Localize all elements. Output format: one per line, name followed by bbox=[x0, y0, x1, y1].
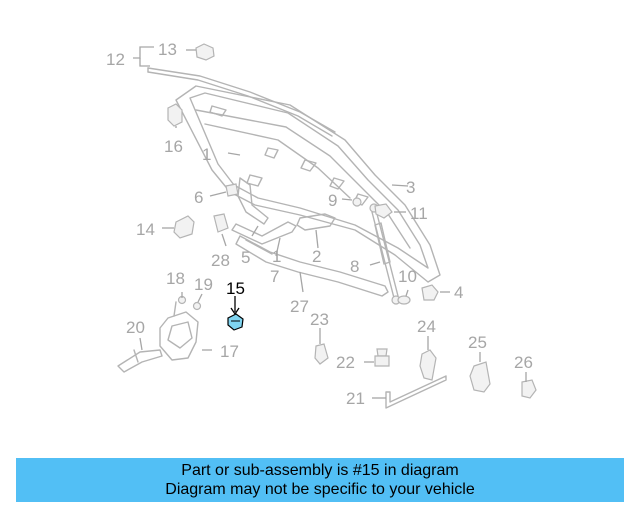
arrow-part-15 bbox=[230, 307, 240, 316]
parts-diagram: 12 13 16 1 6 14 28 5 1 2 3 9 11 8 10 4 2… bbox=[106, 40, 537, 409]
bolt-part-9 bbox=[352, 197, 362, 207]
callout-7: 7 bbox=[270, 267, 279, 286]
callout-4: 4 bbox=[454, 283, 463, 302]
callout-1a: 1 bbox=[202, 145, 211, 164]
strut-part-8 bbox=[369, 203, 401, 305]
bumper-part-4 bbox=[421, 284, 439, 301]
callout-2: 2 bbox=[312, 247, 321, 266]
insulator-part-2 bbox=[296, 213, 336, 231]
bumper-part-16 bbox=[167, 103, 183, 127]
callout-1b: 1 bbox=[272, 247, 281, 266]
leader-lines bbox=[133, 46, 527, 399]
bracket-part-11 bbox=[374, 203, 393, 219]
callout-27: 27 bbox=[290, 297, 309, 316]
callout-25: 25 bbox=[468, 333, 487, 352]
latch-assembly bbox=[117, 295, 202, 373]
callout-20: 20 bbox=[126, 318, 145, 337]
holder-part-24 bbox=[419, 349, 437, 381]
callout-21: 21 bbox=[346, 389, 365, 408]
seal-part-27 bbox=[235, 235, 389, 297]
banner-line-part-number: Part or sub-assembly is #15 in diagram bbox=[181, 462, 459, 479]
callout-10: 10 bbox=[398, 267, 417, 286]
banner-line-disclaimer: Diagram may not be specific to your vehi… bbox=[165, 481, 475, 498]
info-banner: Part or sub-assembly is #15 in diagram D… bbox=[16, 458, 624, 502]
callout-8: 8 bbox=[350, 257, 359, 276]
callout-16: 16 bbox=[164, 137, 183, 156]
clip-part-13 bbox=[195, 43, 215, 61]
clip-part-23 bbox=[314, 343, 329, 365]
callout-9: 9 bbox=[328, 191, 337, 210]
callout-18: 18 bbox=[166, 269, 185, 288]
bracket-part-25 bbox=[469, 361, 491, 393]
callout-26: 26 bbox=[514, 353, 533, 372]
bolt-part-22 bbox=[374, 348, 390, 367]
callout-6: 6 bbox=[194, 188, 203, 207]
callout-3: 3 bbox=[406, 178, 415, 197]
callout-12: 12 bbox=[106, 50, 125, 69]
hinge-assembly bbox=[213, 177, 297, 245]
callout-28: 28 bbox=[211, 251, 230, 270]
callout-24: 24 bbox=[417, 317, 436, 336]
callout-17: 17 bbox=[220, 342, 239, 361]
grommet-part-10 bbox=[397, 295, 411, 305]
callout-23: 23 bbox=[310, 310, 329, 329]
highlighted-part-15[interactable] bbox=[227, 313, 244, 331]
callout-15[interactable]: 15 bbox=[226, 279, 245, 298]
weatherstrip bbox=[147, 67, 336, 137]
clip-part-26 bbox=[521, 379, 537, 399]
callout-14: 14 bbox=[136, 220, 155, 239]
callout-11: 11 bbox=[410, 204, 428, 223]
callout-13: 13 bbox=[158, 40, 177, 59]
pad-part-14 bbox=[173, 215, 195, 239]
prop-rod-part-21 bbox=[385, 375, 447, 409]
callout-labels: 12 13 16 1 6 14 28 5 1 2 3 9 11 8 10 4 2… bbox=[106, 40, 533, 408]
callout-5: 5 bbox=[241, 248, 250, 267]
callout-19: 19 bbox=[194, 275, 213, 294]
callout-22: 22 bbox=[336, 353, 355, 372]
